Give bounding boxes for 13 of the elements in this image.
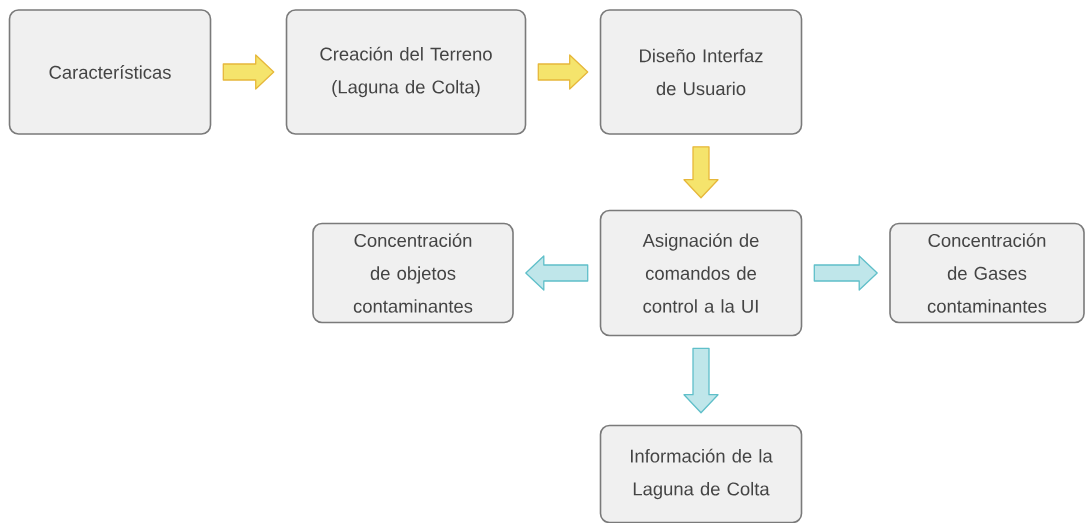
process-box: Características: [8, 9, 212, 135]
block-arrow: [813, 255, 878, 291]
block-arrow: [537, 54, 589, 90]
process-box: Diseño Interfaz de Usuario: [599, 9, 803, 135]
process-box: Concentración de objetos contaminantes: [312, 222, 514, 324]
process-box: Concentración de Gases contaminantes: [889, 222, 1085, 324]
block-arrow: [525, 255, 589, 291]
process-box: Asignación de comandos de control a la UI: [599, 209, 803, 337]
block-arrow: [683, 146, 719, 199]
process-box: Información de la Laguna de Colta: [599, 424, 803, 523]
block-arrow: [683, 347, 719, 414]
process-box: Creación del Terreno (Laguna de Colta): [285, 9, 527, 135]
block-arrow: [222, 54, 275, 90]
